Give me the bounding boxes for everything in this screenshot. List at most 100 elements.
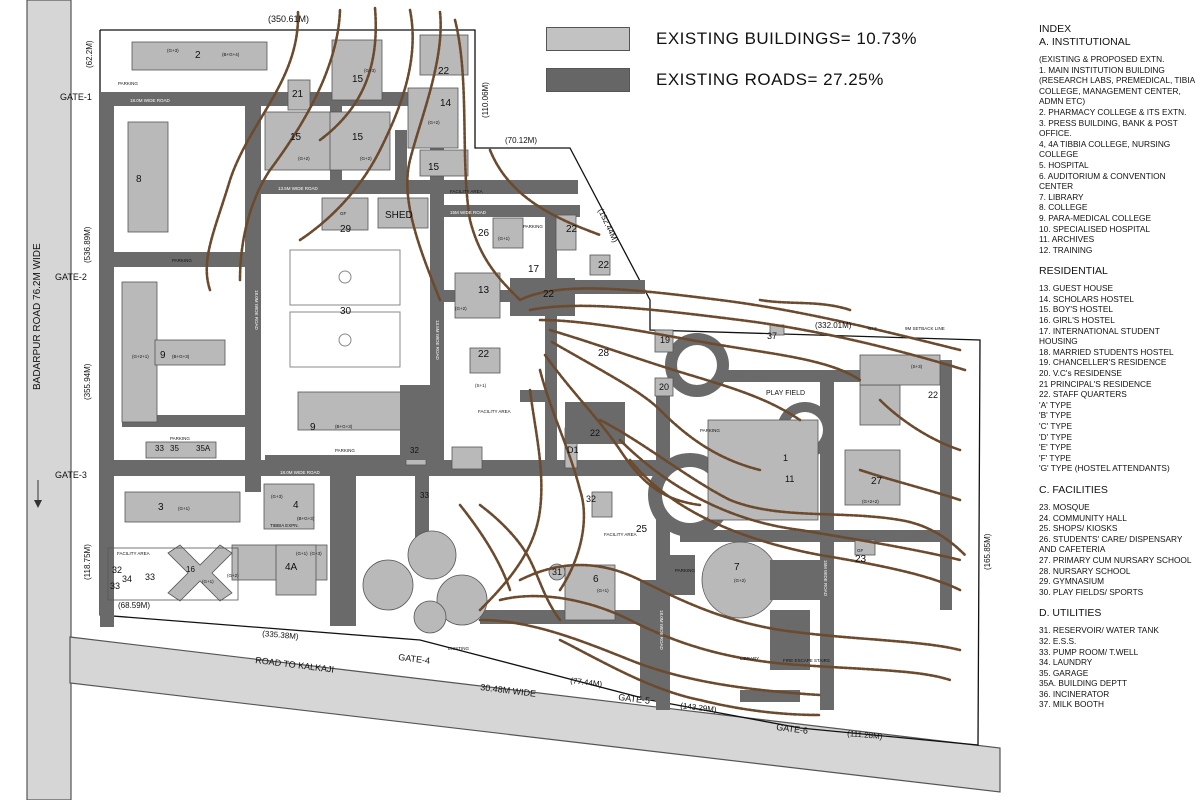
facility-area-label: FACILITY AREA xyxy=(117,551,150,556)
facility-area-box xyxy=(107,547,239,601)
buildings-legend-label: EXISTING BUILDINGS= 10.73% xyxy=(656,29,918,48)
dim-bottom-c: (111.28M) xyxy=(847,729,883,741)
index-section-heading: RESIDENTIAL xyxy=(1039,265,1108,278)
index-item: 33. PUMP ROOM/ T.WELL xyxy=(1039,646,1139,657)
building-number: 6 xyxy=(593,574,599,585)
building-number: 1 xyxy=(783,453,788,463)
facility-area-label: FACILITY AREA xyxy=(604,532,637,537)
dim-left-top: (62.2M) xyxy=(85,40,94,68)
index-item: 2. PHARMACY COLLEGE & ITS EXTN. xyxy=(1039,106,1187,117)
index-item: 30. PLAY FIELDS/ SPORTS xyxy=(1039,586,1144,597)
floor-label: (G+3) xyxy=(271,494,283,499)
badarpur-road-label: BADARPUR ROAD 76.2M WIDE xyxy=(32,243,43,390)
dim-east-top: (332.01M) xyxy=(815,321,852,330)
index-item: 15. BOY'S HOSTEL xyxy=(1039,304,1113,315)
gate-1-label: GATE-1 xyxy=(60,92,92,102)
facility-area-label: FACILITY AREA xyxy=(478,409,511,414)
index-item: 18. MARRIED STUDENTS HOSTEL xyxy=(1039,346,1174,357)
parking-label: PARKING xyxy=(700,428,720,433)
index-item: 'F' TYPE xyxy=(1039,452,1072,463)
building-number: 7 xyxy=(734,562,740,573)
building-number: 14 xyxy=(440,98,452,109)
building-number: 33 xyxy=(145,572,155,582)
index-item: 26. STUDENTS' CARE/ DISPENSARY AND CAFET… xyxy=(1039,533,1183,555)
building-number: 4 xyxy=(293,500,299,511)
index-title: INDEX xyxy=(1039,23,1072,35)
floor-label: (G+2) xyxy=(298,156,310,161)
floor-label: (G+2) xyxy=(734,578,746,583)
building-number: 31 xyxy=(552,567,562,577)
index-item: 7. LIBRARY xyxy=(1039,191,1084,202)
index-item: 21 PRINCIPAL'S RESIDENCE xyxy=(1039,378,1152,389)
floor-label: (B+G+4) xyxy=(222,52,240,57)
index-item: 32. E.S.S. xyxy=(1039,635,1077,646)
road-label: 18.0M WIDE ROAD xyxy=(659,610,664,651)
dim-bottom-mid: (335.38M) xyxy=(262,629,299,641)
index-item: 34. LAUNDRY xyxy=(1039,657,1093,668)
index-section-heading: C. FACILITIES xyxy=(1039,483,1108,496)
library-label: LIBRARY xyxy=(740,656,759,661)
index-item: 'C' TYPE xyxy=(1039,421,1072,431)
play-field-label: PLAY FIELD xyxy=(766,390,805,397)
building-number: 19 xyxy=(660,335,670,345)
floor-label: (G+2+2) xyxy=(862,499,879,504)
index-item: 6. AUDITORIUM & CONVENTION CENTER xyxy=(1039,170,1166,192)
road-label: 13.5M WIDE ROAD xyxy=(435,320,440,361)
index-item: 24. COMMUNITY HALL xyxy=(1039,512,1127,523)
floor-label: (B+G+3) xyxy=(297,516,315,521)
building-number: D1 xyxy=(567,445,579,455)
site-boundary xyxy=(99,29,981,746)
index-item: 3. PRESS BUILDING, BANK & POST OFFICE. xyxy=(1039,117,1178,139)
floor-label: (G+2) xyxy=(455,306,467,311)
floor-label: (G+2+1) xyxy=(132,354,149,359)
building-number: 22 xyxy=(566,224,578,235)
dim-bottom-b: (143.29M) xyxy=(680,701,718,714)
road-label: 15M WIDE ROAD xyxy=(823,560,828,597)
building-number: 16 xyxy=(186,565,195,574)
dim-bottom-a: (77.44M) xyxy=(570,676,603,689)
floor-label: GF xyxy=(857,548,864,553)
building-number: 33 xyxy=(155,444,164,453)
dim-diag: (152.44M) xyxy=(596,207,620,244)
building-number: 22 xyxy=(438,66,450,77)
fire-escape-label: FIRE ESCAPE STAIRS xyxy=(783,658,830,663)
floor-label: (G+1) xyxy=(178,506,190,511)
gate-3-label: GATE-3 xyxy=(55,470,87,480)
index-item: 11. ARCHIVES xyxy=(1039,234,1095,245)
building-number: 4A xyxy=(285,562,298,573)
building-number: 3 xyxy=(158,502,164,513)
index-item: 19. CHANCELLER'S RESIDENCE xyxy=(1039,357,1167,368)
floor-label: (S+1) xyxy=(475,383,487,388)
building-number: 22 xyxy=(590,428,600,438)
building-number: 8 xyxy=(136,174,142,185)
index-section-heading: A. INSTITUTIONAL xyxy=(1039,36,1131,48)
dim-left-mid: (536.89M) xyxy=(83,226,92,263)
parking-label: PARKING xyxy=(172,258,192,263)
road-labels: 18.0M WIDE ROAD 13.5M WIDE ROAD 15M WIDE… xyxy=(130,98,828,651)
dim-left-lower: (355.94M) xyxy=(83,363,92,400)
index-item: 1. MAIN INSTITUTION BUILDING (RESEARCH L… xyxy=(1039,64,1195,107)
floor-label: (B+G+3) xyxy=(335,424,353,429)
roads-legend-label: EXISTING ROADS= 27.25% xyxy=(656,70,884,89)
index-item: (EXISTING & PROPOSED EXTN. xyxy=(1039,54,1165,64)
building-number: 30 xyxy=(340,306,352,317)
building-number: 11 xyxy=(785,474,794,484)
tibbia-expn-label: TIBBIA EXPN. xyxy=(270,523,299,528)
parking-label: PARKING xyxy=(335,448,355,453)
index-item: 36. INCINERATOR xyxy=(1039,688,1110,699)
index-item: 'E' TYPE xyxy=(1039,442,1072,453)
building-number: 29 xyxy=(340,224,352,235)
building-number: 9 xyxy=(310,422,316,433)
building-number: 15 xyxy=(352,74,364,85)
floor-label: G+3 xyxy=(868,326,877,331)
building-number: 33 xyxy=(420,491,429,500)
road-label: 13.5M WIDE ROAD xyxy=(278,186,319,191)
building-number: 26 xyxy=(478,228,490,239)
floor-label: (G+3) xyxy=(364,68,376,73)
building-number: 2 xyxy=(195,50,201,61)
index-item: 35. GARAGE xyxy=(1039,667,1089,678)
building-number: 28 xyxy=(598,348,610,359)
